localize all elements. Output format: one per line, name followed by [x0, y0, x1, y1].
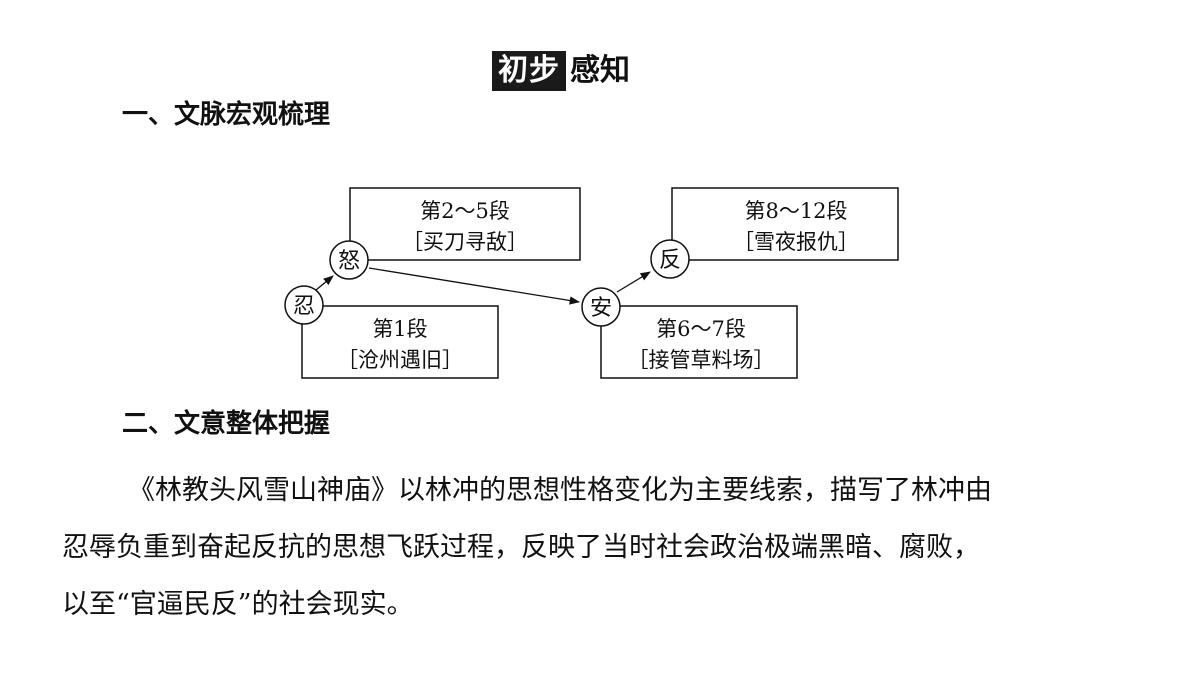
box-paragraph-1: 第1段 ［沧州遇旧］: [301, 305, 499, 379]
node-ren: 忍: [284, 285, 324, 325]
box-paragraph-2-5-range: 第2～5段: [420, 199, 510, 223]
summary-paragraph: 《林教头风雪山神庙》以林冲的思想性格变化为主要线索，描写了林冲由 忍辱负重到奋起…: [62, 462, 1122, 633]
node-ren-label: 忍: [293, 294, 315, 319]
box-paragraph-1-range: 第1段: [372, 317, 427, 341]
box-paragraph-2-5: 第2～5段 ［买刀寻敌］: [349, 187, 581, 261]
arrow-nu-to-an: [368, 267, 581, 305]
node-nu: 怒: [329, 240, 369, 280]
summary-line-1: 《林教头风雪山神庙》以林冲的思想性格变化为主要线索，描写了林冲由: [128, 475, 992, 506]
heading-structure: 一、文脉宏观梳理: [122, 100, 331, 130]
box-paragraph-8-12: 第8～12段 ［雪夜报仇］: [671, 187, 899, 261]
arrow-ren-to-nu: [315, 275, 334, 291]
title-highlight: 初步: [492, 51, 566, 91]
node-fan-label: 反: [659, 248, 681, 273]
node-nu-label: 怒: [338, 249, 360, 274]
box-paragraph-8-12-range: 第8～12段: [744, 199, 847, 223]
summary-line-2: 忍辱负重到奋起反抗的思想飞跃过程，反映了当时社会政治极端黑暗、腐败，: [62, 532, 980, 563]
box-paragraph-1-summary: ［沧州遇旧］: [337, 348, 463, 372]
title-rest: 感知: [570, 53, 630, 88]
box-paragraph-8-12-summary: ［雪夜报仇］: [733, 230, 859, 254]
box-paragraph-6-7-summary: ［接管草料场］: [628, 348, 775, 372]
arrow-an-to-fan: [616, 271, 651, 293]
node-an-label: 安: [590, 296, 612, 321]
node-fan: 反: [650, 239, 690, 279]
node-an: 安: [581, 287, 621, 327]
heading-overall-meaning: 二、文意整体把握: [122, 409, 331, 439]
section-title: 初步 感知: [492, 50, 630, 92]
summary-line-3: 以至“官逼民反”的社会现实。: [62, 589, 414, 620]
box-paragraph-2-5-summary: ［买刀寻敌］: [402, 230, 528, 254]
box-paragraph-6-7-range: 第6～7段: [656, 317, 746, 341]
box-paragraph-6-7: 第6～7段 ［接管草料场］: [600, 305, 798, 379]
